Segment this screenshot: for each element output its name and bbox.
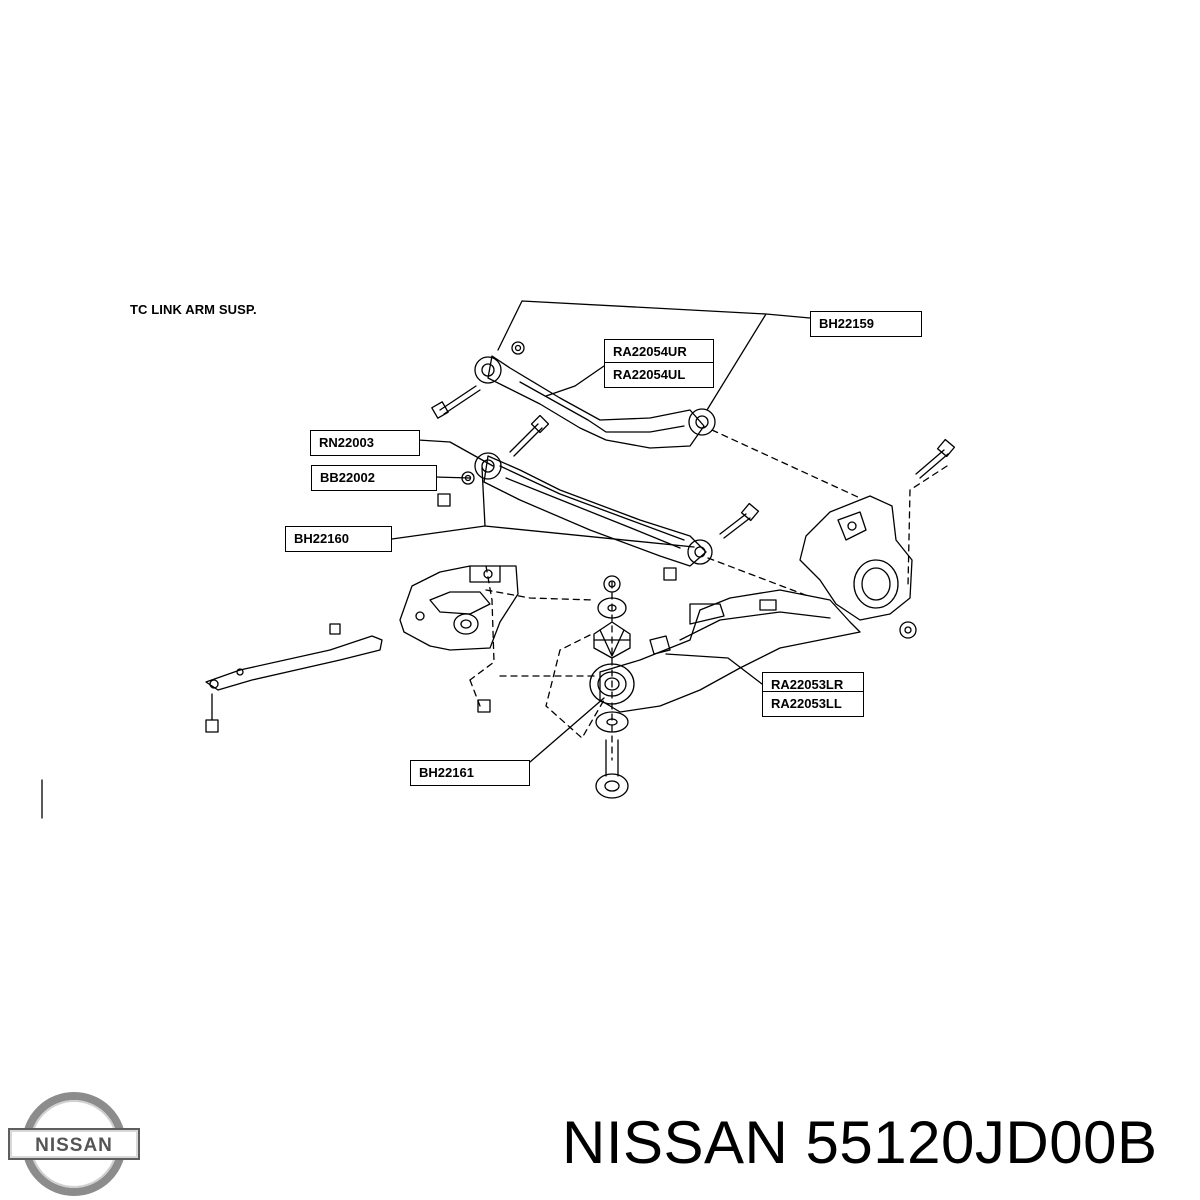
lower-link-arm [437, 414, 760, 581]
label-ra22054ur: RA22054UR [604, 339, 714, 365]
assembly-guide-lines [469, 429, 948, 761]
nissan-logo [8, 1092, 140, 1196]
label-rn22003: RN22003 [310, 430, 420, 456]
stabilizer-link [205, 623, 491, 733]
knuckle-hub [799, 438, 956, 639]
label-bh22159: BH22159 [810, 311, 922, 337]
subframe-bracket [399, 565, 519, 651]
leader-lines [391, 300, 811, 763]
label-bh22161: BH22161 [410, 760, 530, 786]
label-ra22054ul: RA22054UL [604, 362, 714, 388]
label-ra22053ll: RA22053LL [762, 691, 864, 717]
label-bh22160: BH22160 [285, 526, 392, 552]
label-bb22002: BB22002 [311, 465, 437, 491]
part-number-caption: NISSAN 55120JD00B [562, 1109, 1158, 1176]
diagram-title: TC LINK ARM SUSP. [130, 302, 257, 317]
lower-control-arm [599, 589, 861, 713]
bushing-stack [589, 575, 635, 799]
nissan-logo-text: NISSAN [35, 1135, 113, 1156]
upper-link-arm [431, 341, 716, 449]
